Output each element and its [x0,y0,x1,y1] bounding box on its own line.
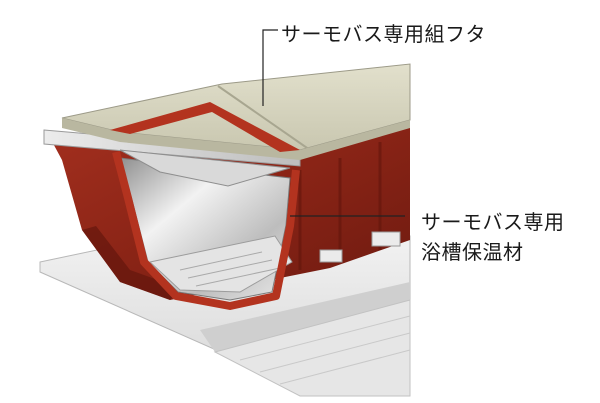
apron-notch-2 [319,249,343,263]
insulation-callout-line1: サーモバス専用 [421,210,565,234]
lid-insulation-cut [110,102,300,152]
tub-rim-inner-lip [119,149,291,187]
floor-front [213,299,411,397]
lid-callout-label: サーモバス専用組フタ [281,22,486,46]
tub-skirt-front [82,226,180,300]
lid-seam [217,85,311,151]
insulation-cut-edge [112,150,300,310]
floor-step [200,282,410,352]
insulation-callout-line2: 浴槽保温材 [421,240,524,264]
apron-notch [371,231,401,247]
lid-edge [62,118,410,160]
tub-floor-texture [179,251,281,287]
tub-inner-floor [148,235,293,293]
lid-leader-line [262,29,278,106]
floor-grooves [239,315,411,385]
insulation-callout-label: サーモバス専用 浴槽保温材 [421,209,565,269]
